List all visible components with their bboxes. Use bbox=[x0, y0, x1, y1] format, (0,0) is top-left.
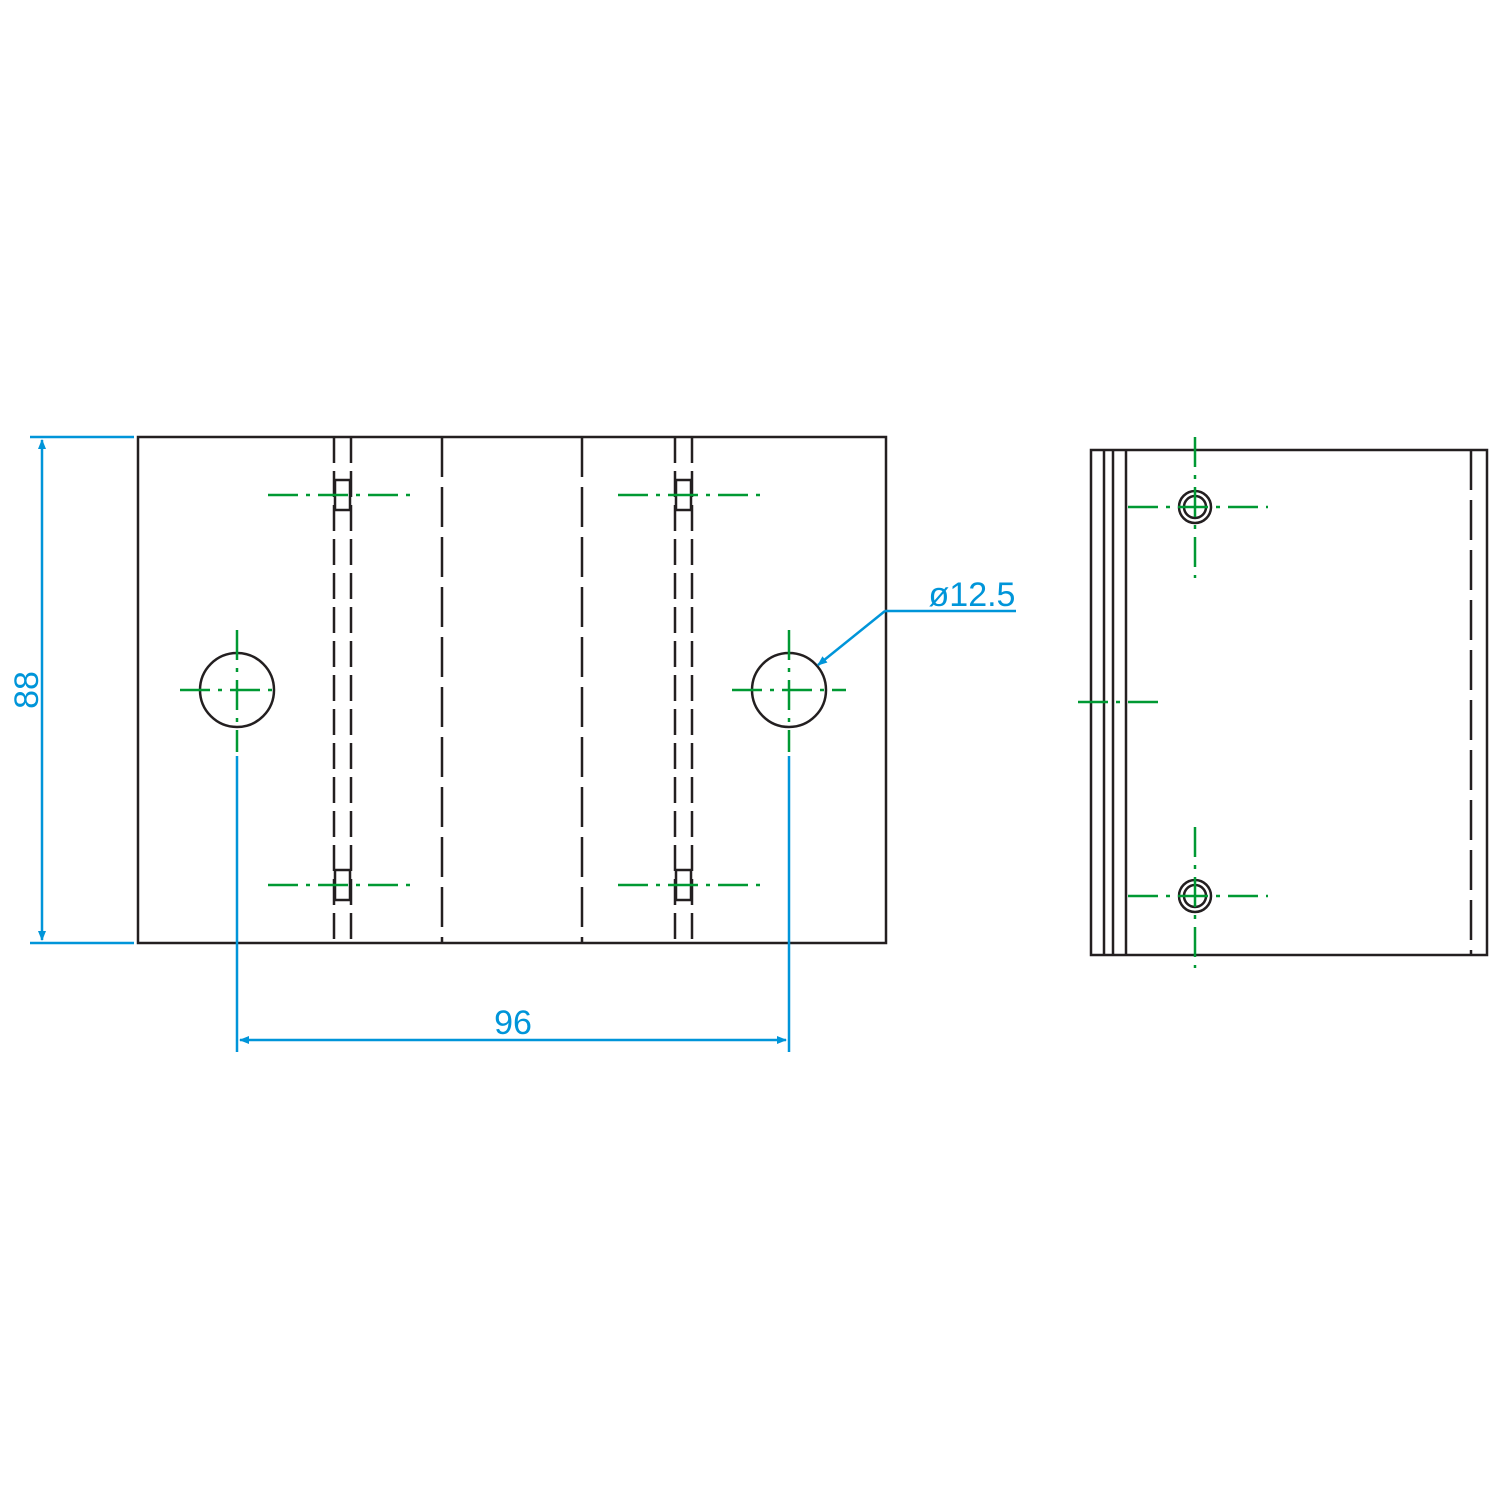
dimension-height bbox=[30, 435, 134, 945]
dimension-spacing bbox=[235, 756, 791, 1052]
front-view-outline bbox=[136, 435, 888, 945]
left-slot-hidden-lines bbox=[332, 437, 353, 943]
front-view-centerlines bbox=[180, 493, 846, 887]
channel-hidden-lines bbox=[440, 437, 584, 943]
spacing-dimension-label: 96 bbox=[494, 1004, 532, 1042]
side-view-centerlines bbox=[1078, 437, 1268, 968]
right-slot-hidden-lines bbox=[673, 437, 694, 943]
hole-diameter-label: ø12.5 bbox=[929, 576, 1016, 614]
height-dimension-label: 88 bbox=[8, 671, 46, 709]
dimension-hole-diameter bbox=[817, 609, 1016, 666]
